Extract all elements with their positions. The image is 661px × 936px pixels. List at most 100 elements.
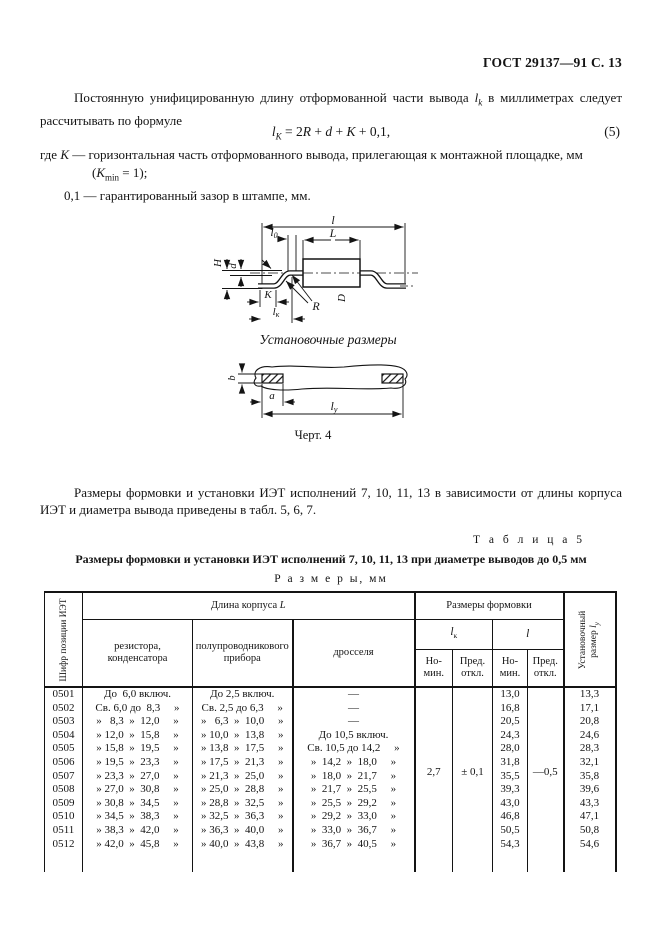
col-lk-nominal-value: 2,7 xyxy=(413,687,453,872)
table-cell-res: » 34,5 » 38,3 » xyxy=(96,810,179,823)
table-cell-code: 0506 xyxy=(52,755,75,768)
col-header-choke: дросселя xyxy=(291,619,415,688)
table-cell-semi: » 40,0 » 43,8 » xyxy=(201,837,284,850)
table-cell-l_nom: 20,5 xyxy=(500,715,520,728)
pcb-outline xyxy=(253,364,408,391)
table-cell-l_nom: 13,0 xyxy=(500,688,520,700)
table-cell-code: 0504 xyxy=(52,728,75,741)
table-cell-l_nom: 39,3 xyxy=(500,783,520,796)
col-header-lk-deviation: Пред.откл. xyxy=(452,649,493,688)
table-cell-choke: » 36,7 » 40,5 » xyxy=(310,837,397,850)
table-cell-ly: 39,6 xyxy=(579,783,600,796)
col-resistor-values: До 6,0 включ.Св. 6,0 до 8,3 »» 8,3 » 12,… xyxy=(82,687,193,872)
install-dimensions-caption: Установочные размеры xyxy=(259,332,396,347)
table-cell-res: » 19,5 » 23,3 » xyxy=(96,755,179,768)
table-cell-choke: » 14,2 » 18,0 » xyxy=(310,755,397,768)
table-cell-ly: 24,6 xyxy=(579,728,600,741)
col-subheader-l: l xyxy=(492,619,564,650)
col-choke-values: ———До 10,5 включ.Св. 10,5 до 14,2 »» 14,… xyxy=(291,687,415,872)
table-cell-l_nom: 43,0 xyxy=(500,796,520,809)
table-cell-res: » 42,0 » 45,8 » xyxy=(96,837,179,850)
table-reference-paragraph: Размеры формовки и установки ИЭТ исполне… xyxy=(40,485,622,517)
table-cell-l_nom: 54,3 xyxy=(500,837,520,850)
table-cell-code: 0502 xyxy=(52,701,75,714)
table-cell-ly: 20,8 xyxy=(579,715,600,728)
figure-4: l l0 L H d K lк R D Установочные размеры xyxy=(150,197,480,452)
table-cell-code: 0509 xyxy=(52,796,75,809)
dim-label-d: d xyxy=(227,263,239,269)
table-units: Р а з м е р ы, мм xyxy=(274,573,388,585)
table-cell-code: 0510 xyxy=(52,810,75,823)
table-cell-res: До 6,0 включ. xyxy=(103,688,172,700)
table-cell-semi: » 10,0 » 13,8 » xyxy=(201,728,284,741)
table-cell-code: 0508 xyxy=(52,783,75,796)
intro-paragraph: Постоянную унифицированную длину отформо… xyxy=(40,90,622,128)
dim-label-D: D xyxy=(336,294,348,303)
table-cell-ly: 50,8 xyxy=(579,823,600,836)
table-cell-choke: » 33,0 » 36,7 » xyxy=(310,823,397,836)
table-cell-l_nom: 28,0 xyxy=(500,742,520,755)
dim-label-K: K xyxy=(263,289,272,301)
table-cell-l_nom: 24,3 xyxy=(500,728,520,741)
table-cell-choke: До 10,5 включ. xyxy=(318,728,389,741)
dim-label-ly: lу xyxy=(330,399,337,414)
table-cell-ly: 28,3 xyxy=(579,742,600,755)
table-cell-ly: 47,1 xyxy=(579,810,600,823)
table-cell-res: Св. 6,0 до 8,3 » xyxy=(95,701,180,714)
table-cell-semi: » 28,8 » 32,5 » xyxy=(201,796,284,809)
page-title: ГОСТ 29137—91 С. 13 xyxy=(483,55,622,70)
table-cell-res: » 12,0 » 15,8 » xyxy=(96,728,179,741)
table-cell-res: » 30,8 » 34,5 » xyxy=(96,796,179,809)
table-cell-choke: — xyxy=(348,688,359,700)
table-cell-semi: » 17,5 » 21,3 » xyxy=(201,755,284,768)
table-cell-code: 0505 xyxy=(52,742,75,755)
lk-deviation: ± 0,1 xyxy=(461,766,484,778)
table-cell-choke: — xyxy=(348,701,359,714)
table-cell-choke: » 18,0 » 21,7 » xyxy=(310,769,397,782)
table-cell-semi: » 25,0 » 28,8 » xyxy=(201,783,284,796)
table-cell-code: 0512 xyxy=(52,837,75,850)
col-lk-deviation-value: ± 0,1 xyxy=(452,687,493,872)
col-l-deviation-value: —0,5 xyxy=(527,687,564,872)
mounting-pad-right xyxy=(381,373,404,384)
table-cell-l_nom: 35,5 xyxy=(500,769,520,782)
table-cell-semi: » 13,8 » 17,5 » xyxy=(201,742,284,755)
table-cell-res: » 27,0 » 30,8 » xyxy=(96,783,179,796)
table-cell-choke: » 21,7 » 25,5 » xyxy=(310,783,397,796)
col-semiconductor-values: До 2,5 включ.Св. 2,5 до 6,3 »» 6,3 » 10,… xyxy=(192,687,293,872)
lead-forming-drawing: l l0 L H d K lк R D Установочные размеры xyxy=(212,213,418,442)
dim-label-L-body: L xyxy=(329,226,337,240)
table-cell-semi: » 36,3 » 40,0 » xyxy=(201,823,284,836)
table-cell-choke: — xyxy=(348,715,359,728)
dim-label-l0: l0 xyxy=(270,225,277,240)
l-deviation: —0,5 xyxy=(532,766,558,778)
table-cell-res: » 15,8 » 19,5 » xyxy=(96,742,179,755)
table-5: Шифр позиции ИЭТ Длина корпуса L Размеры… xyxy=(44,591,617,872)
dim-label-l-total: l xyxy=(331,213,335,227)
figure-caption: Черт. 4 xyxy=(295,428,333,442)
table-cell-semi: Св. 2,5 до 6,3 » xyxy=(201,701,283,714)
formula-number: (5) xyxy=(604,124,620,139)
table-cell-code: 0503 xyxy=(52,715,75,728)
table-cell-ly: 13,3 xyxy=(579,688,600,700)
table-cell-ly: 54,6 xyxy=(579,837,600,850)
dim-label-a: a xyxy=(269,390,275,402)
col-header-l-nominal: Но-мин. xyxy=(492,649,528,688)
mounting-pad-left xyxy=(261,373,284,384)
col-header-code: Шифр позиции ИЭТ xyxy=(44,592,83,688)
col-header-l-deviation: Пред.откл. xyxy=(527,649,564,688)
table-cell-res: » 8,3 » 12,0 » xyxy=(96,715,179,728)
dim-label-lk: lк xyxy=(273,306,280,319)
table-cell-ly: 17,1 xyxy=(579,701,600,714)
table-cell-semi: До 2,5 включ. xyxy=(210,688,275,700)
col-header-resistor: резистора, конденсатора xyxy=(82,619,193,688)
table-cell-semi: » 6,3 » 10,0 » xyxy=(201,715,284,728)
table-cell-ly: 35,8 xyxy=(579,769,600,782)
col-header-semiconductor: полупроводникового прибора xyxy=(192,619,293,688)
table-cell-l_nom: 46,8 xyxy=(500,810,520,823)
table-cell-choke: » 29,2 » 33,0 » xyxy=(310,810,397,823)
